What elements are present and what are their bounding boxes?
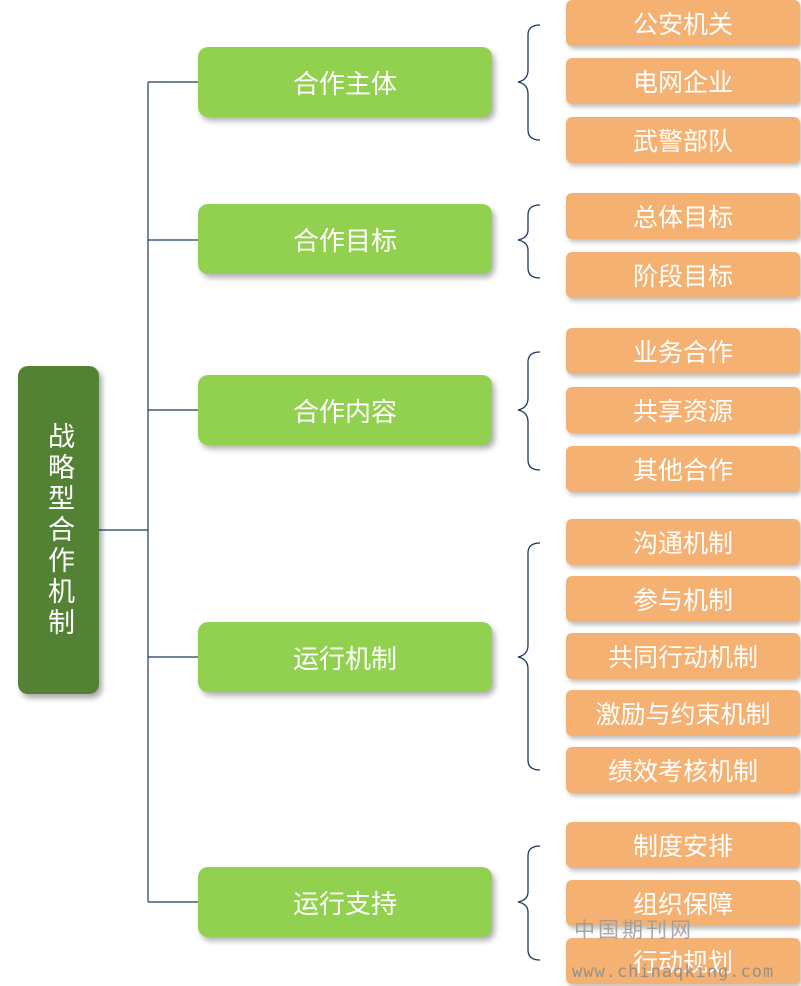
- leaf-node-3-1: 业务合作: [566, 328, 800, 374]
- category-node-4: 运行机制: [198, 622, 492, 692]
- leaf-node-3-3: 其他合作: [566, 446, 800, 492]
- leaf-node-4-5: 绩效考核机制: [566, 747, 800, 793]
- brace-4: [517, 542, 541, 771]
- leaf-node-3-2: 共享资源: [566, 387, 800, 433]
- brace-1: [517, 24, 541, 141]
- leaf-node-1-3: 武警部队: [566, 117, 800, 163]
- category-node-3: 合作内容: [198, 375, 492, 445]
- leaf-node-4-1: 沟通机制: [566, 519, 800, 565]
- watermark-url: www.chinaqking.com: [572, 962, 775, 982]
- leaf-node-1-2: 电网企业: [566, 58, 800, 104]
- category-node-2: 合作目标: [198, 204, 492, 274]
- leaf-node-5-1: 制度安排: [566, 822, 800, 868]
- brace-3: [517, 351, 541, 471]
- brace-2: [517, 204, 541, 279]
- leaf-node-4-3: 共同行动机制: [566, 633, 800, 679]
- root-node: 战略型合作机制: [18, 366, 99, 694]
- leaf-node-2-1: 总体目标: [566, 193, 800, 239]
- leaf-node-1-1: 公安机关: [566, 0, 800, 46]
- watermark-title: 中国期刊网: [574, 918, 694, 942]
- leaf-node-5-3: 行动规划: [566, 938, 800, 984]
- leaf-node-4-4: 激励与约束机制: [566, 690, 800, 736]
- leaf-node-2-2: 阶段目标: [566, 252, 800, 298]
- root-label: 战略型合作机制: [43, 421, 74, 639]
- category-node-1: 合作主体: [198, 47, 492, 117]
- brace-5: [517, 845, 541, 961]
- leaf-node-4-2: 参与机制: [566, 576, 800, 622]
- leaf-node-5-2: 组织保障: [566, 880, 800, 926]
- category-node-5: 运行支持: [198, 867, 492, 937]
